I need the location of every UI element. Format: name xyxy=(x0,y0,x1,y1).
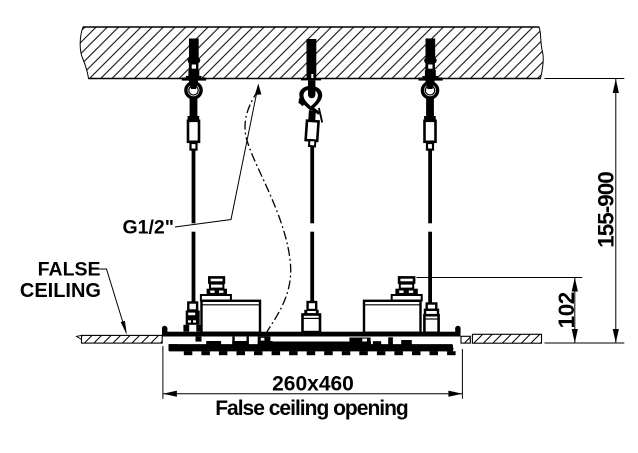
svg-text:FALSE: FALSE xyxy=(38,259,101,281)
svg-text:260x460: 260x460 xyxy=(272,372,354,395)
svg-text:155-900: 155-900 xyxy=(594,172,619,248)
svg-text:G1/2": G1/2" xyxy=(122,217,174,239)
svg-text:CEILING: CEILING xyxy=(20,280,101,302)
svg-text:False ceiling opening: False ceiling opening xyxy=(215,397,408,420)
svg-text:102: 102 xyxy=(554,292,579,328)
